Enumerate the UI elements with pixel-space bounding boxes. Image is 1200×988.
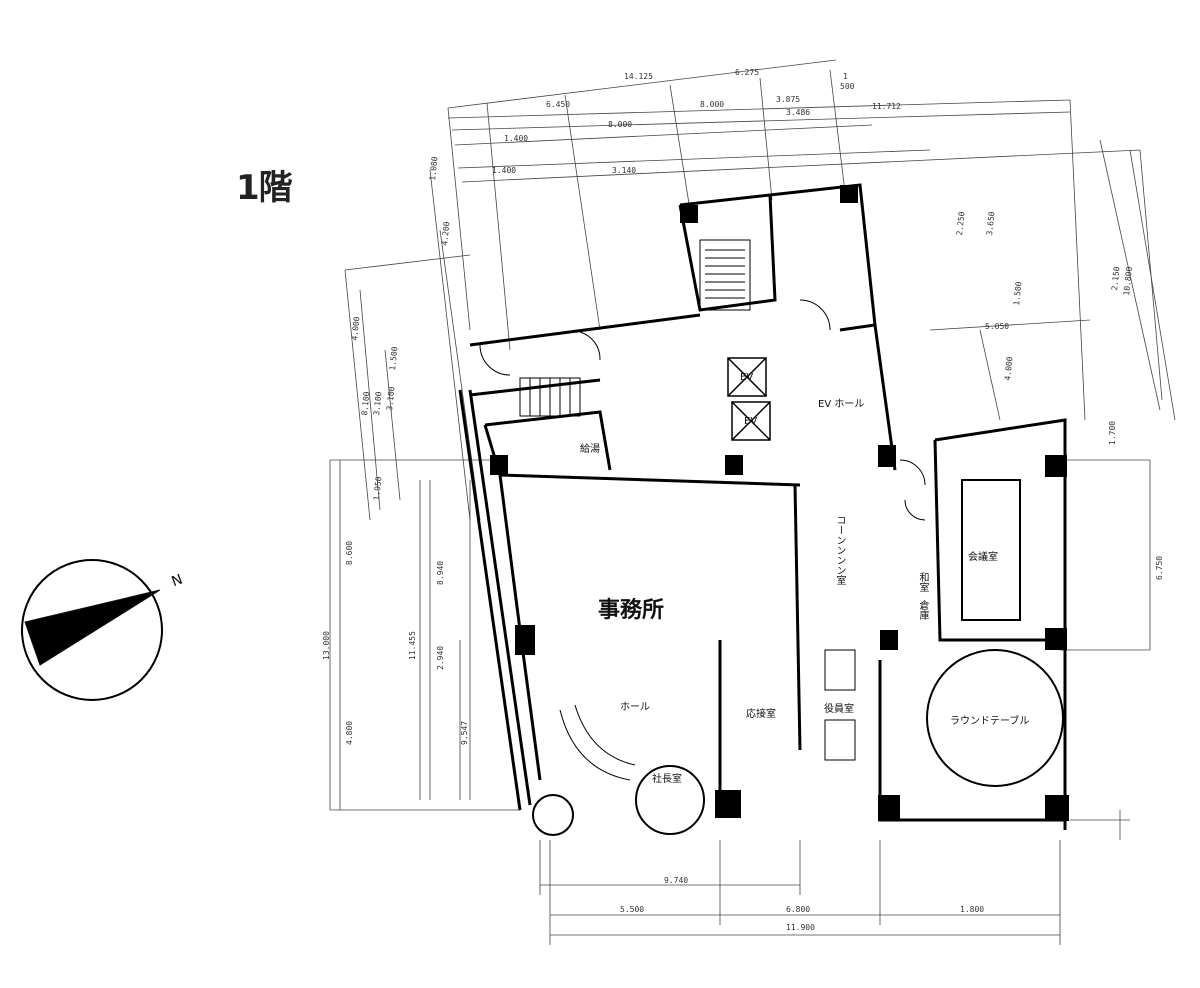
top-dimension-lines <box>447 59 1176 421</box>
bottom-dimension-lines <box>539 840 1061 945</box>
dim-top-7: 11.712 <box>872 102 901 111</box>
elevators <box>727 357 771 441</box>
columns <box>490 185 1069 821</box>
storage-label: 倉庫 <box>917 600 928 620</box>
dim-top-0: 14.125 <box>624 72 653 81</box>
dim-left-8: 8.600 <box>345 540 354 565</box>
dim-top-8: 1.400 <box>504 134 529 143</box>
dim-left-9: 13.000 <box>322 631 331 660</box>
dim-top-12: 3.140 <box>612 166 637 175</box>
right-dimension-lines <box>929 319 1151 840</box>
floor-label: 1階 <box>236 168 293 208</box>
dim-top-5: 8.000 <box>700 100 725 109</box>
round-features <box>532 479 1064 836</box>
tatami-label: 和室 <box>917 572 928 592</box>
dim-left-13: 4.800 <box>345 720 354 745</box>
dim-top-10: 3.486 <box>786 108 811 117</box>
dim-left-12: 2.940 <box>436 645 445 670</box>
dim-right-8: 6.750 <box>1155 555 1164 580</box>
ev2-label: EV <box>744 416 758 427</box>
meeting-label: 会議室 <box>968 552 998 563</box>
dim-left-10: 11.455 <box>408 631 417 660</box>
ev-hall-label: EV ホール <box>818 399 865 410</box>
dim-top-9: 8.000 <box>608 120 633 129</box>
building-walls <box>458 183 1067 830</box>
dim-bottom-2: 6.800 <box>786 905 811 914</box>
reception-label: 応接室 <box>746 709 776 720</box>
dim-top-2: 1 <box>843 72 848 81</box>
dim-bottom-1: 5.500 <box>620 905 645 914</box>
compass-icon <box>21 559 163 701</box>
president-label: 社長室 <box>652 774 682 785</box>
kitchen-label: 給湯 <box>580 444 600 455</box>
dim-left-14: 9.547 <box>460 720 469 745</box>
round-table-label: ラウンドテーブル <box>950 716 1030 727</box>
dim-top-4: 6.450 <box>546 100 571 109</box>
director-label: 役員室 <box>824 704 854 715</box>
left-dimension-lines <box>329 169 520 811</box>
door-swings <box>479 299 926 761</box>
dim-bottom-3: 1.800 <box>960 905 985 914</box>
dim-right-7: 1.700 <box>1108 420 1117 445</box>
dim-bottom-4: 11.900 <box>786 923 815 932</box>
dim-right-3: 5.050 <box>985 322 1010 331</box>
dim-top-6: 3.875 <box>776 95 801 104</box>
dim-top-11: 1.400 <box>492 166 517 175</box>
dim-left-11: 8.940 <box>436 560 445 585</box>
conference-label: コーンンンン室 <box>834 515 845 585</box>
dim-top-3: 500 <box>840 82 855 91</box>
office-label: 事務所 <box>598 598 665 623</box>
ev1-label: EV <box>740 372 754 383</box>
dim-bottom-0: 9.740 <box>664 876 689 885</box>
dim-top-1: 6.275 <box>735 68 760 77</box>
hall-label: ホール <box>620 702 650 713</box>
stairs <box>519 239 751 781</box>
